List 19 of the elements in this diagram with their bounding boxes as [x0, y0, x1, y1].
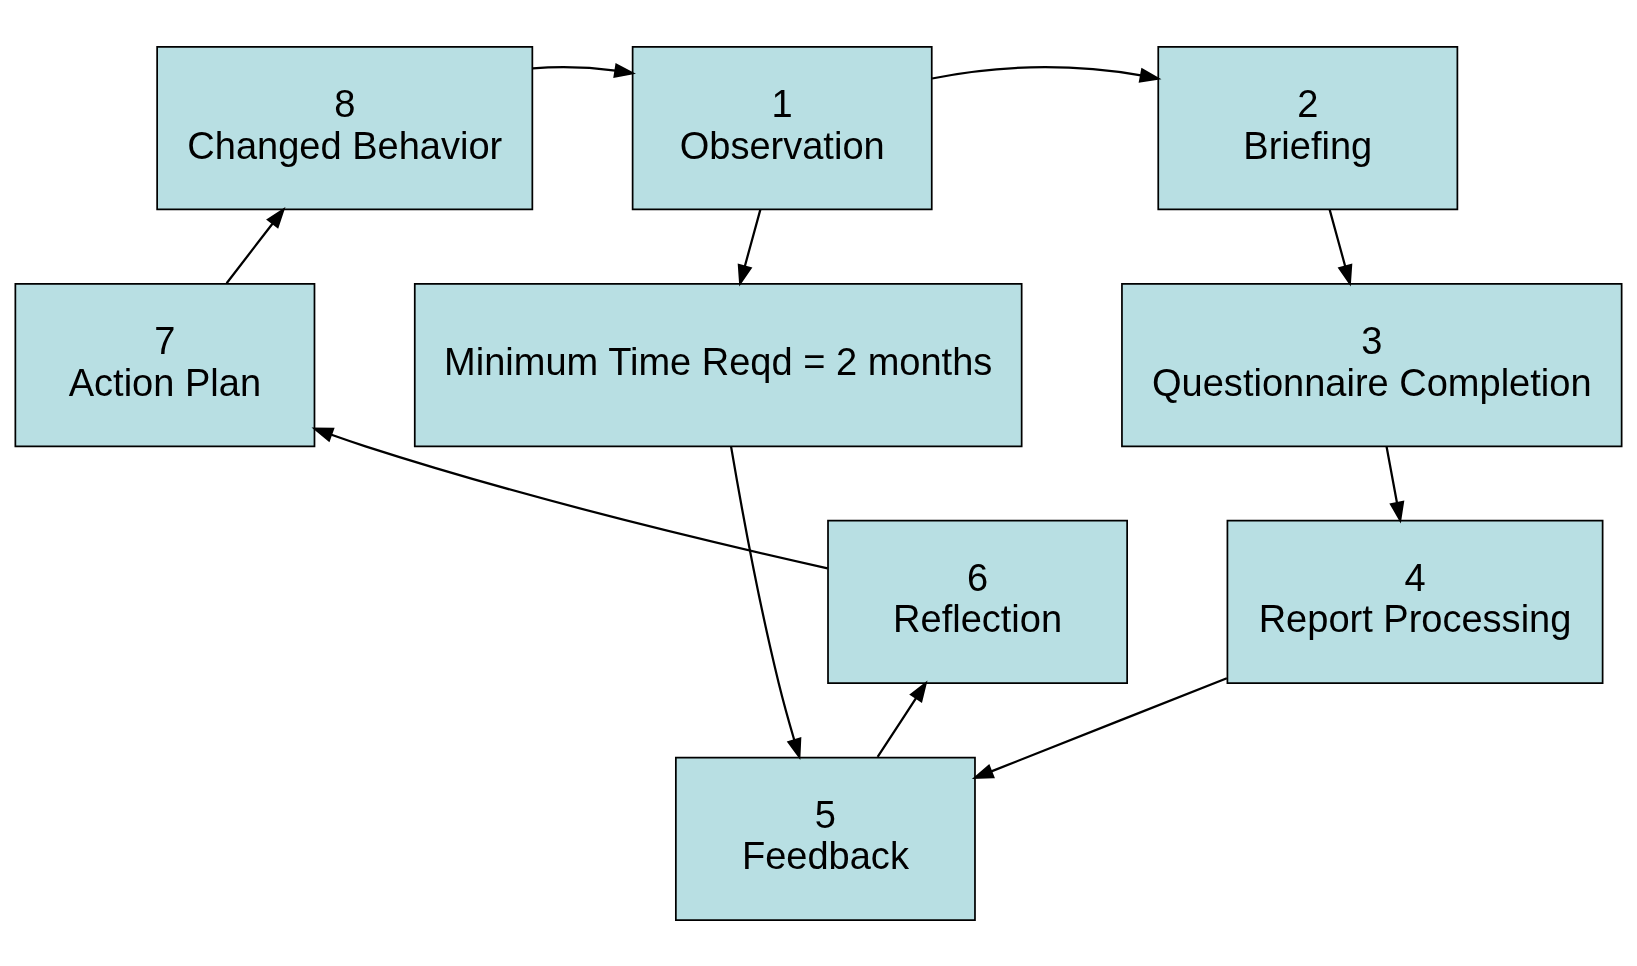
arrow — [737, 208, 762, 286]
arrow — [876, 680, 928, 758]
arrow — [311, 427, 828, 569]
node-box: 5 Feedback — [675, 756, 976, 921]
arrow — [1385, 445, 1405, 523]
node-box: 3 Questionnaire Completion — [1121, 282, 1623, 447]
node-box: 2 Briefing — [1157, 45, 1459, 210]
node-box: 6 Reflection — [827, 519, 1128, 684]
arrow — [931, 65, 1162, 83]
node-box: Minimum Time Reqd = 2 months — [413, 282, 1023, 447]
arrow — [971, 676, 1228, 779]
node-box: 1 Observation — [631, 45, 933, 210]
arrow — [1328, 208, 1353, 286]
node-box: 7 Action Plan — [14, 282, 316, 447]
arrow — [225, 206, 286, 284]
arrow — [532, 62, 636, 78]
arrow — [729, 445, 802, 760]
node-box: 4 Report Processing — [1226, 519, 1604, 684]
node-box: 8 Changed Behavior — [156, 45, 534, 210]
